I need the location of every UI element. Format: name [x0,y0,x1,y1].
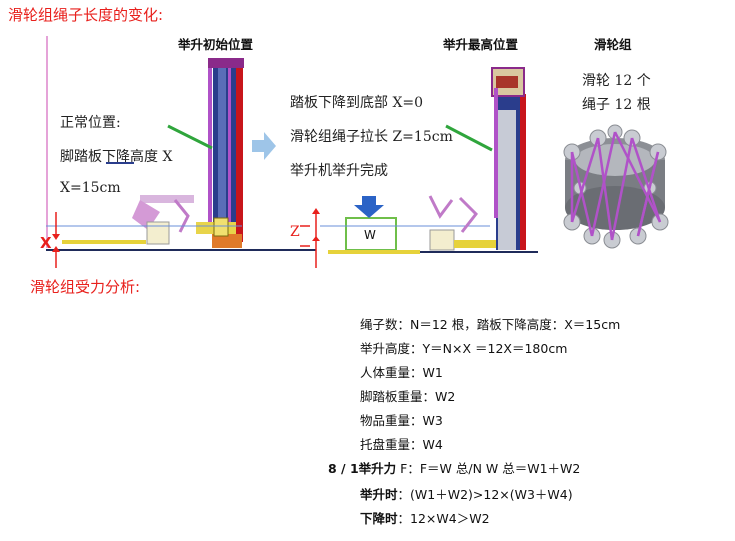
middle-note-line2: 滑轮组绳子拉长 Z=15cm [290,129,453,145]
base-block [212,234,242,248]
calc-line7: 8 / 1举升力 F：F＝W 总/N W 总＝W1＋W2 [328,458,580,477]
middle-section [300,196,490,268]
calc-line6: 托盘重量：W4 [360,437,443,452]
calc-line5: 物品重量：W3 [360,413,443,428]
calc-line4: 脚踏板重量：W2 [360,389,456,404]
lift-initial [46,36,316,268]
lift-force-formula: F：F＝W 总/N W 总＝W1＋W2 [396,461,581,476]
left-note-line1: 正常位置: [60,115,121,131]
green-arrow [167,124,213,150]
page-indicator: 8 / 1 [328,461,359,476]
hint-arrow-icon [252,132,276,160]
calc-line1: 绳子数：N＝12 根，踏板下降高度：X＝15cm [360,317,621,332]
calc-line3: 人体重量：W1 [360,365,443,380]
down-arrow-icon [354,196,384,218]
calc-line2: 举升高度：Y＝N×X ＝12X＝180cm [360,341,568,356]
lift-column-red-edge [236,62,243,242]
lowering-formula: ：12×W4＞W2 [397,511,490,526]
rope [228,62,231,230]
tray-plate [328,250,420,254]
load-box [345,217,397,251]
pedal-box [429,229,455,251]
frame-line [46,36,48,248]
linkage [428,195,454,219]
header-highest-position: 举升最高位置 [443,37,519,52]
linkage [458,196,478,233]
green-arrow [445,124,493,152]
header-initial-position: 举升初始位置 [178,37,254,52]
pulley-core [496,76,518,88]
lowering-label: 下降时 [360,511,398,526]
pedal-plate [454,240,496,248]
lifting-formula: ：(W1＋W2)>12×(W3＋W4) [397,487,573,502]
lift-force-label: 举升力 [358,461,397,476]
top-pulley-initial [208,58,244,68]
linkage [173,199,190,233]
left-note-line3: X=15cm [60,180,121,196]
calc-line8: 举升时：(W1＋W2)>12×(W3＋W4) [360,484,573,503]
lift-column-red-edge [520,94,526,250]
calc-line9: 下降时：12×W4＞W2 [360,508,490,527]
z-label: Z [290,224,300,240]
underline-mark [106,162,134,164]
force-analysis-title: 滑轮组受力分析: [30,278,141,296]
lift-column-highlight [218,62,226,242]
left-note-line2: 脚踏板下降高度 X [60,149,173,165]
pedal-yellow [62,240,146,244]
pulley-note-line1: 滑轮 12 个 [582,73,651,89]
middle-note-line3: 举升机举升完成 [290,163,388,179]
pulley-note-line2: 绳子 12 根 [582,97,651,113]
pedal-arm [140,195,194,203]
pulley-group-image [563,124,669,249]
header-pulley-group: 滑轮组 [594,37,632,52]
pedal-box [146,221,170,245]
rope-change-title: 滑轮组绳子长度的变化: [8,6,164,24]
x-label: X [40,234,52,252]
rope [494,88,498,218]
w-label: W [364,228,376,242]
pedal-clamp [213,217,229,237]
lift-highest [420,67,538,253]
middle-note-line1: 踏板下降到底部 X=0 [290,95,424,111]
lift-column-inner [498,110,516,250]
lifting-label: 举升时 [360,487,398,502]
